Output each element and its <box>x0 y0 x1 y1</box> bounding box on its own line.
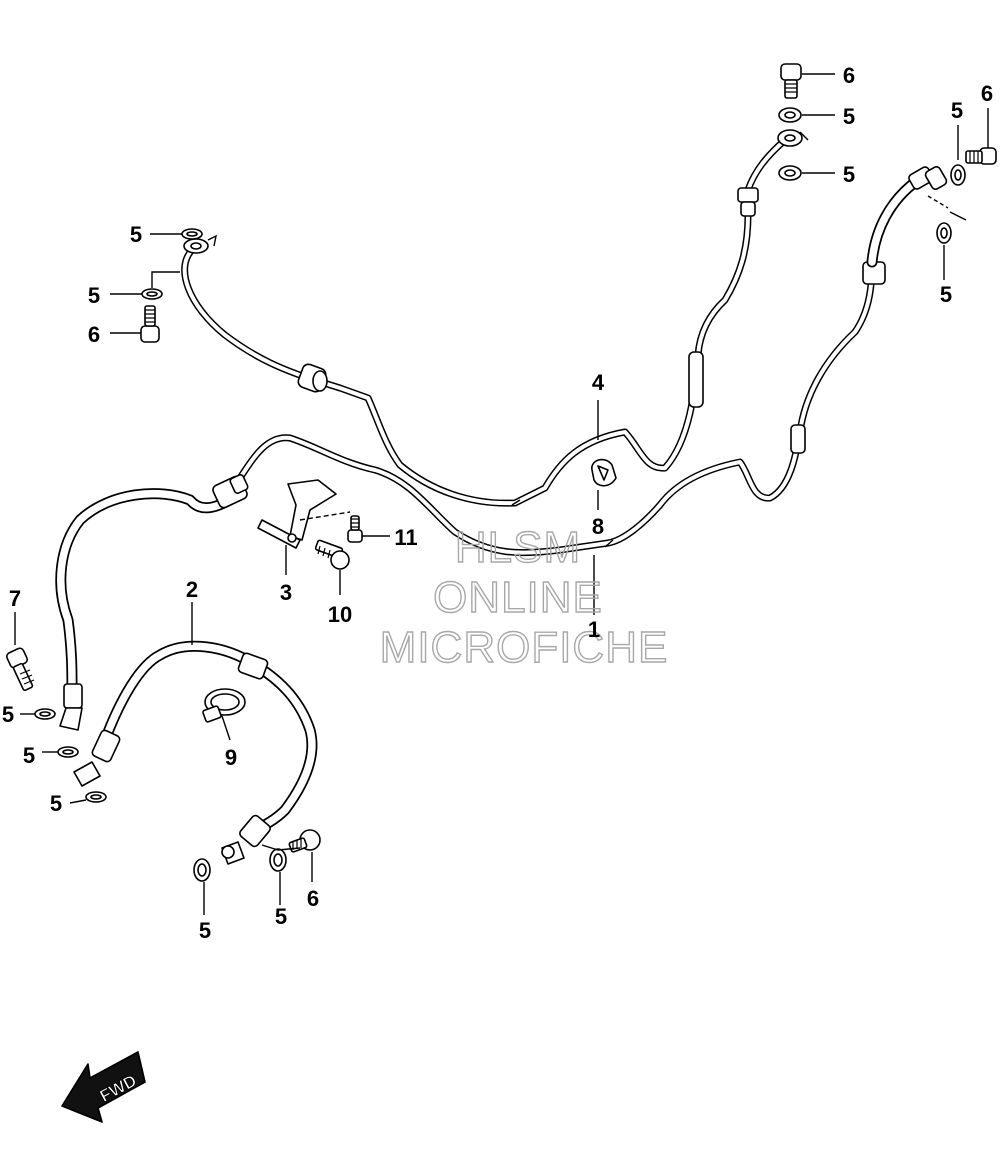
callout-5-left-2: 5 <box>88 283 100 308</box>
callout-5-bottom-1: 5 <box>199 918 211 943</box>
callout-6-top: 6 <box>843 63 855 88</box>
callout-10: 10 <box>328 602 352 627</box>
callout-11: 11 <box>394 525 417 550</box>
callout-8: 8 <box>592 514 604 539</box>
clamp-9[interactable] <box>202 688 246 723</box>
brake-pipe-1[interactable] <box>236 258 876 557</box>
callout-6-left: 6 <box>88 322 100 347</box>
washers-5[interactable] <box>34 107 966 882</box>
callout-5-top-2: 5 <box>843 162 855 187</box>
watermark-line-2: ONLINE <box>433 573 603 622</box>
bolt-6-right[interactable] <box>965 147 997 165</box>
callouts: 1 2 3 4 5 5 5 5 5 5 5 5 5 5 5 6 6 6 6 7 … <box>2 63 993 943</box>
bracket-3[interactable] <box>257 479 351 549</box>
callout-5-caliper-1: 5 <box>2 702 14 727</box>
watermark-line-1: HLSM <box>455 523 581 572</box>
callout-9: 9 <box>225 745 237 770</box>
callout-5-caliper-2: 5 <box>23 743 35 768</box>
brake-hose-2[interactable] <box>73 640 318 865</box>
bolt-7[interactable] <box>5 647 35 692</box>
leader-lines <box>14 73 989 915</box>
pipe-sleeves <box>297 261 886 454</box>
bolt-11[interactable] <box>347 515 363 543</box>
callout-4: 4 <box>592 370 605 395</box>
callout-1: 1 <box>588 617 600 642</box>
callout-5-bottom-2: 5 <box>275 904 287 929</box>
callout-3: 3 <box>280 580 292 605</box>
bolt-6-left[interactable] <box>140 305 160 343</box>
callout-5-left-1: 5 <box>130 222 142 247</box>
watermark: HLSM ONLINE MICROFICHE <box>379 522 669 672</box>
callout-5-caliper-3: 5 <box>50 791 62 816</box>
clip-8[interactable] <box>591 458 617 487</box>
callout-5-right-1: 5 <box>951 98 963 123</box>
brake-pipe-4[interactable] <box>181 211 752 507</box>
callout-2: 2 <box>186 577 198 602</box>
pipe-1-top-fitting <box>866 166 967 268</box>
pipe-gap-marks <box>511 499 614 548</box>
pipe-4-top-fitting <box>737 129 809 217</box>
callout-5-right-2: 5 <box>940 282 952 307</box>
bolt-10[interactable] <box>314 539 350 570</box>
callout-5-top-1: 5 <box>843 104 855 129</box>
callout-7: 7 <box>9 586 21 611</box>
fwd-arrow-icon: FWD <box>61 1051 146 1123</box>
callout-6-lower: 6 <box>307 886 319 911</box>
brake-hose-upper[interactable] <box>55 473 249 731</box>
watermark-line-3: MICROFICHE <box>380 623 669 672</box>
bolt-6-top[interactable] <box>780 63 802 99</box>
callout-6-right: 6 <box>981 81 993 106</box>
